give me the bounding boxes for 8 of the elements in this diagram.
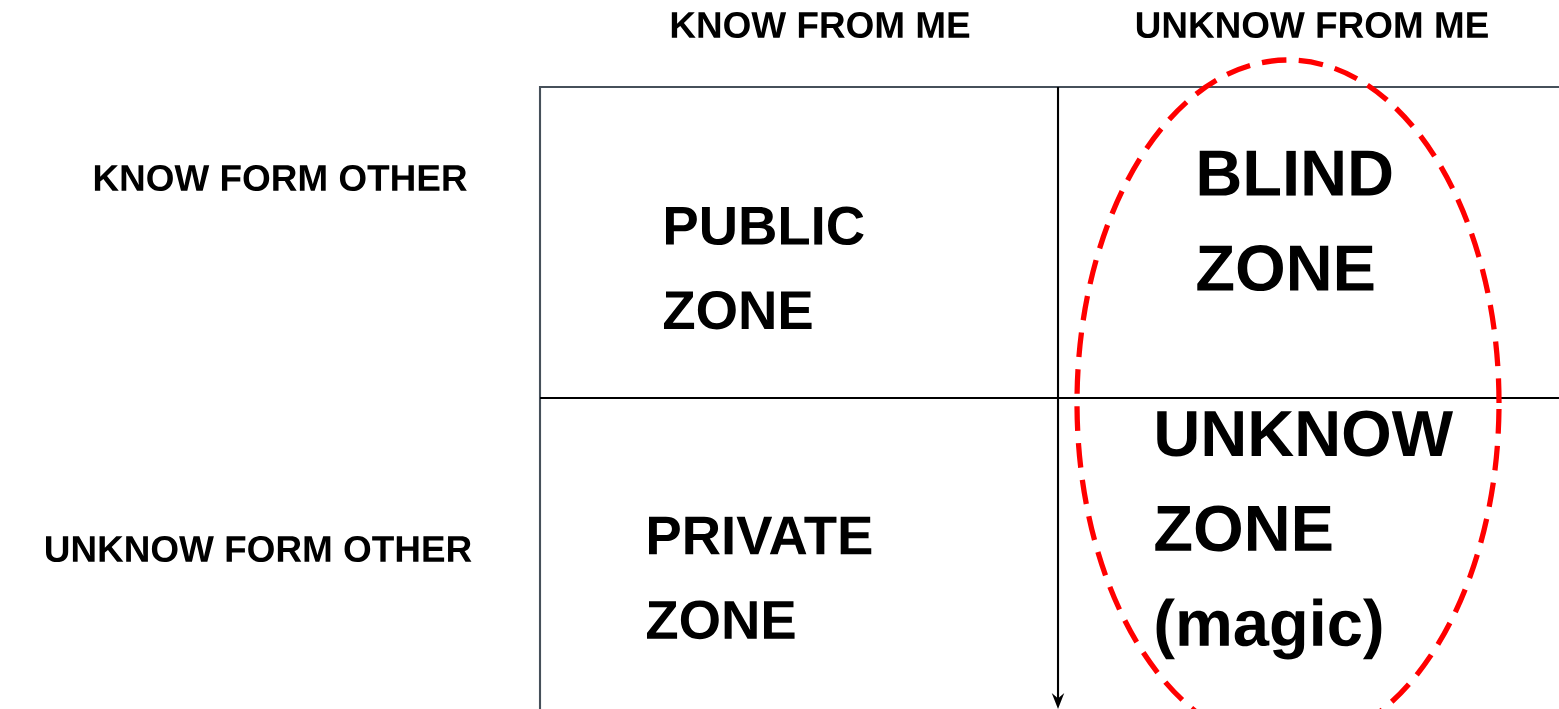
axis-label: UNKNOW FROM ME [1136, 11, 1488, 39]
axis-label: KNOW FORM OTHER [94, 164, 467, 192]
axis-label: UNKNOW FORM OTHER [46, 535, 472, 563]
zone-label: UNKNOW ZONE (magic) [1155, 410, 1453, 660]
zone-label: PRIVATE ZONE [647, 516, 872, 640]
axis-label: KNOW FROM ME [671, 11, 970, 39]
zone-label: PUBLIC ZONE [664, 206, 864, 330]
zone-label: BLIND ZONE [1197, 150, 1392, 292]
